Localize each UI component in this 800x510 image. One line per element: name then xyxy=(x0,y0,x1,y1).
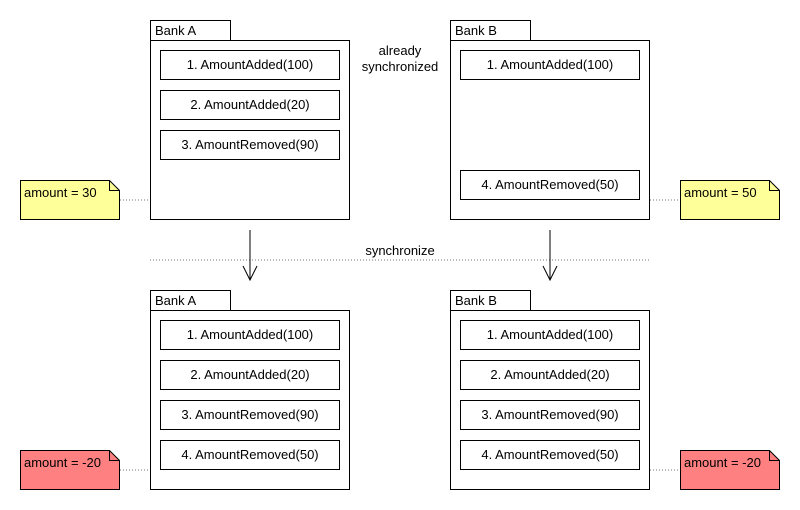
top-bank-b-event-4: 4. AmountRemoved(50) xyxy=(460,170,640,200)
already-synchronized-label: already synchronized xyxy=(350,43,450,75)
top-note-b-text: amount = 50 xyxy=(684,185,757,200)
top-bank-b-tab: Bank B xyxy=(450,20,531,40)
top-note-a: amount = 30 xyxy=(20,180,120,220)
already-label-line2: synchronized xyxy=(361,59,439,74)
bottom-bank-b-event-2: 2. AmountAdded(20) xyxy=(460,360,640,390)
bottom-bank-b-event-3: 3. AmountRemoved(90) xyxy=(460,400,640,430)
top-bank-b-title: Bank B xyxy=(455,23,497,38)
bottom-note-b-text: amount = -20 xyxy=(684,455,761,470)
bottom-bank-a-title: Bank A xyxy=(155,293,197,308)
top-bank-a-tab: Bank A xyxy=(150,20,231,40)
bottom-note-a-text: amount = -20 xyxy=(24,455,101,470)
bottom-bank-a-event-4: 4. AmountRemoved(50) xyxy=(160,440,340,470)
bottom-note-b: amount = -20 xyxy=(680,450,780,490)
top-bank-a-event-2: 2. AmountAdded(20) xyxy=(160,90,340,120)
top-bank-a-event-1: 1. AmountAdded(100) xyxy=(160,50,340,80)
top-bank-a-title: Bank A xyxy=(155,23,197,38)
arrow-bank-b-down xyxy=(542,230,558,282)
bottom-bank-b-event-4: 4. AmountRemoved(50) xyxy=(460,440,640,470)
arrow-bank-a-down xyxy=(242,230,258,282)
top-note-a-text: amount = 30 xyxy=(24,185,97,200)
synchronize-label: synchronize xyxy=(365,243,435,258)
top-bank-b-event-1: 1. AmountAdded(100) xyxy=(460,50,640,80)
top-note-b: amount = 50 xyxy=(680,180,780,220)
bottom-bank-a-event-1: 1. AmountAdded(100) xyxy=(160,320,340,350)
bottom-bank-b-title: Bank B xyxy=(455,293,497,308)
bottom-bank-b-tab: Bank B xyxy=(450,290,531,310)
bottom-bank-a-event-3: 3. AmountRemoved(90) xyxy=(160,400,340,430)
bottom-bank-b-event-1: 1. AmountAdded(100) xyxy=(460,320,640,350)
bottom-bank-a-event-2: 2. AmountAdded(20) xyxy=(160,360,340,390)
bottom-note-a: amount = -20 xyxy=(20,450,120,490)
bottom-bank-a-tab: Bank A xyxy=(150,290,231,310)
top-bank-a-event-3: 3. AmountRemoved(90) xyxy=(160,130,340,160)
already-label-line1: already xyxy=(378,43,422,58)
